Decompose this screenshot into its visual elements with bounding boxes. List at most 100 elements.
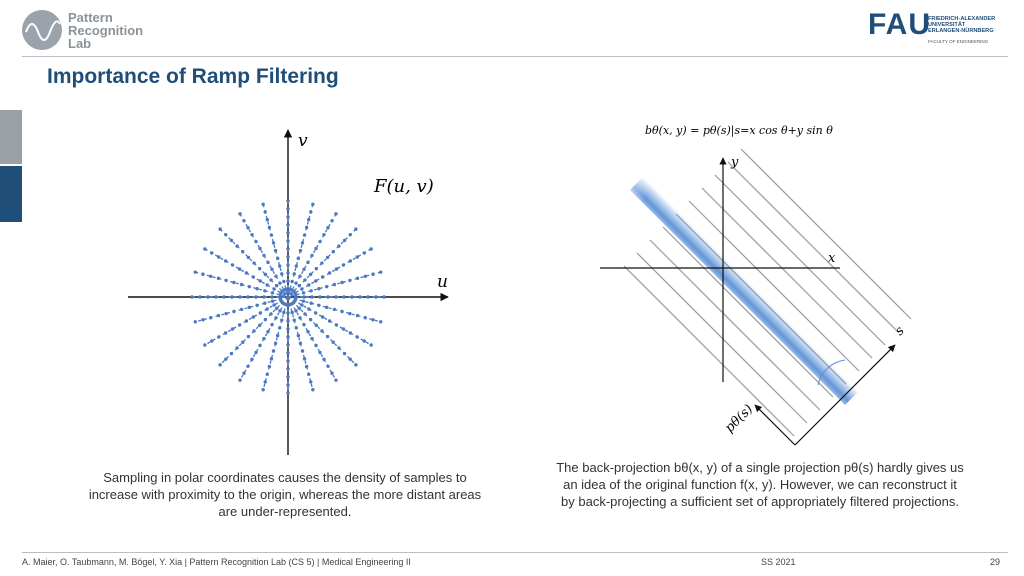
sample-point [331,340,335,344]
sample-point [258,311,262,315]
sample-point [334,295,338,299]
sample-point [300,303,304,307]
sample-point [325,255,330,260]
sample-point [267,364,272,369]
sample-point [303,312,307,316]
sample-point [286,351,290,355]
sample-point [320,329,324,333]
sample-point [320,261,324,265]
sample-point [246,255,251,260]
sample-point [198,295,202,299]
sample-point [326,295,330,299]
sample-point [272,303,276,307]
sample-point [250,232,254,237]
left-caption: Sampling in polar coordinates causes the… [88,470,482,519]
sample-point [286,239,290,243]
sample-point [326,226,330,230]
sample-point [286,311,290,315]
sample-point [229,351,234,356]
y-axis-label: y [730,155,739,170]
sample-point [266,260,270,265]
backprojection-formula: bθ(x, y) = pθ(s)|s=x cos θ+y sin θ [645,124,833,138]
sample-point [294,293,298,297]
sample-point [222,295,226,299]
sample-point [307,283,311,287]
sample-point [286,319,290,323]
sample-point [362,339,366,343]
sample-point [320,275,325,279]
faculty-name: FACULTY OF ENGINEERING [928,39,989,44]
sample-point [273,341,278,346]
projection-profile-axis [754,404,796,446]
sample-point [201,272,205,276]
sample-point [310,253,314,258]
sample-point [230,327,235,331]
sample-point [379,270,383,274]
sample-point [250,357,254,362]
sample-point [237,267,242,271]
sample-point [307,218,311,222]
sample-point [362,251,366,255]
sample-point [311,202,315,206]
sample-point [322,232,326,237]
sample-point [355,276,360,281]
university-line: FRIEDRICH-ALEXANDER [928,16,996,22]
title-divider [22,56,1008,57]
sample-point [242,371,246,375]
sample-point [309,380,313,384]
sample-point [267,225,272,230]
lab-logo: Pattern Recognition Lab [22,8,162,54]
sample-point [217,335,221,339]
sample-point [235,244,239,248]
university-line: ERLANGEN-NÜRNBERG [928,28,994,35]
sample-point [306,329,310,334]
sample-point [262,253,266,258]
sample-point [330,371,334,375]
sample-point [348,331,353,335]
sample-point [246,295,250,299]
sample-point [298,341,303,346]
sample-point [254,239,258,244]
sample-point [247,305,252,310]
sample-point [258,279,262,283]
sample-point [271,241,276,245]
sample-point [340,280,344,285]
sample-point [278,309,282,313]
side-marker-blue [0,166,22,222]
sample-point [230,263,235,267]
sample-point [271,349,276,353]
sample-point [274,316,278,320]
sample-point [242,219,246,223]
sample-point [252,261,256,265]
function-label: F(u, v) [373,176,434,197]
sample-point [262,336,266,341]
sample-point [290,310,294,315]
sample-point [330,219,334,223]
sample-point [314,267,318,271]
sample-point [298,248,303,253]
sample-point [334,378,338,382]
sample-point [379,320,383,324]
sample-point [310,295,314,299]
sample-point [274,283,279,288]
sample-point [341,327,346,331]
sample-point [340,309,344,314]
sample-point [318,239,322,244]
sample-point [348,233,352,237]
sample-point [382,295,386,299]
sample-point [262,295,266,299]
sample-point [309,289,313,293]
sample-point [331,250,335,254]
sample-point [363,274,367,278]
sample-point [341,263,346,267]
sample-point [270,299,275,303]
lab-logo-line: Pattern [68,10,113,25]
angle-arc [817,359,846,386]
sample-point [270,291,275,295]
projection-line [740,148,912,320]
sample-point [307,372,311,376]
sample-point [241,250,245,254]
sample-point [297,306,302,311]
sample-point [229,238,234,243]
sample-point [302,267,306,271]
